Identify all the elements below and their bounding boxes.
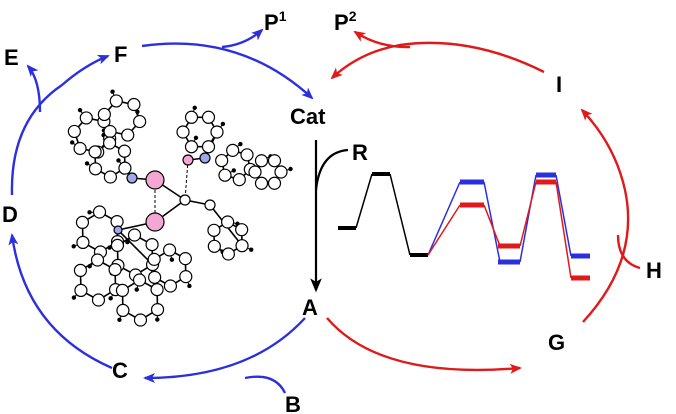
label-d: D [2, 202, 18, 227]
arrow-e-branch [26, 64, 42, 113]
r-join-arrow [314, 148, 349, 191]
label-p2: P2 [334, 8, 357, 35]
energy-profile-black [338, 172, 428, 257]
molecule-structure-icon [67, 89, 293, 327]
arrow-a-to-g [326, 317, 522, 374]
arrow-h-join [616, 234, 641, 270]
label-h: H [646, 258, 662, 283]
cat-to-a-arrow [310, 140, 349, 293]
arrow-i-to-cat [330, 41, 545, 80]
label-a: A [302, 295, 318, 320]
label-cat: Cat [290, 104, 326, 129]
label-g: G [548, 330, 565, 355]
label-c: C [112, 358, 128, 383]
energy-profile-blue [427, 172, 590, 265]
energy-profile [338, 172, 590, 281]
blue-cycle [8, 28, 314, 394]
energy-profile-red [427, 179, 590, 281]
label-i: I [556, 72, 562, 97]
arrow-b-join [244, 375, 287, 394]
arrow-c-to-d [8, 233, 113, 370]
label-r: R [352, 140, 368, 165]
red-cycle [326, 30, 641, 374]
arrow-p1-branch [221, 28, 264, 49]
arrow-a-to-c [143, 317, 306, 383]
label-e: E [4, 45, 19, 70]
arrow-g-to-i [580, 108, 630, 323]
label-b: B [285, 392, 301, 414]
label-p1: P1 [264, 8, 287, 35]
arrow-f-to-cat [141, 42, 314, 100]
label-f: F [114, 42, 127, 67]
arrow-p2-branch [353, 30, 411, 49]
node-labels: Cat A B C D E F G H I R P1 P2 [2, 8, 662, 414]
arrow-d-to-f [10, 54, 110, 196]
